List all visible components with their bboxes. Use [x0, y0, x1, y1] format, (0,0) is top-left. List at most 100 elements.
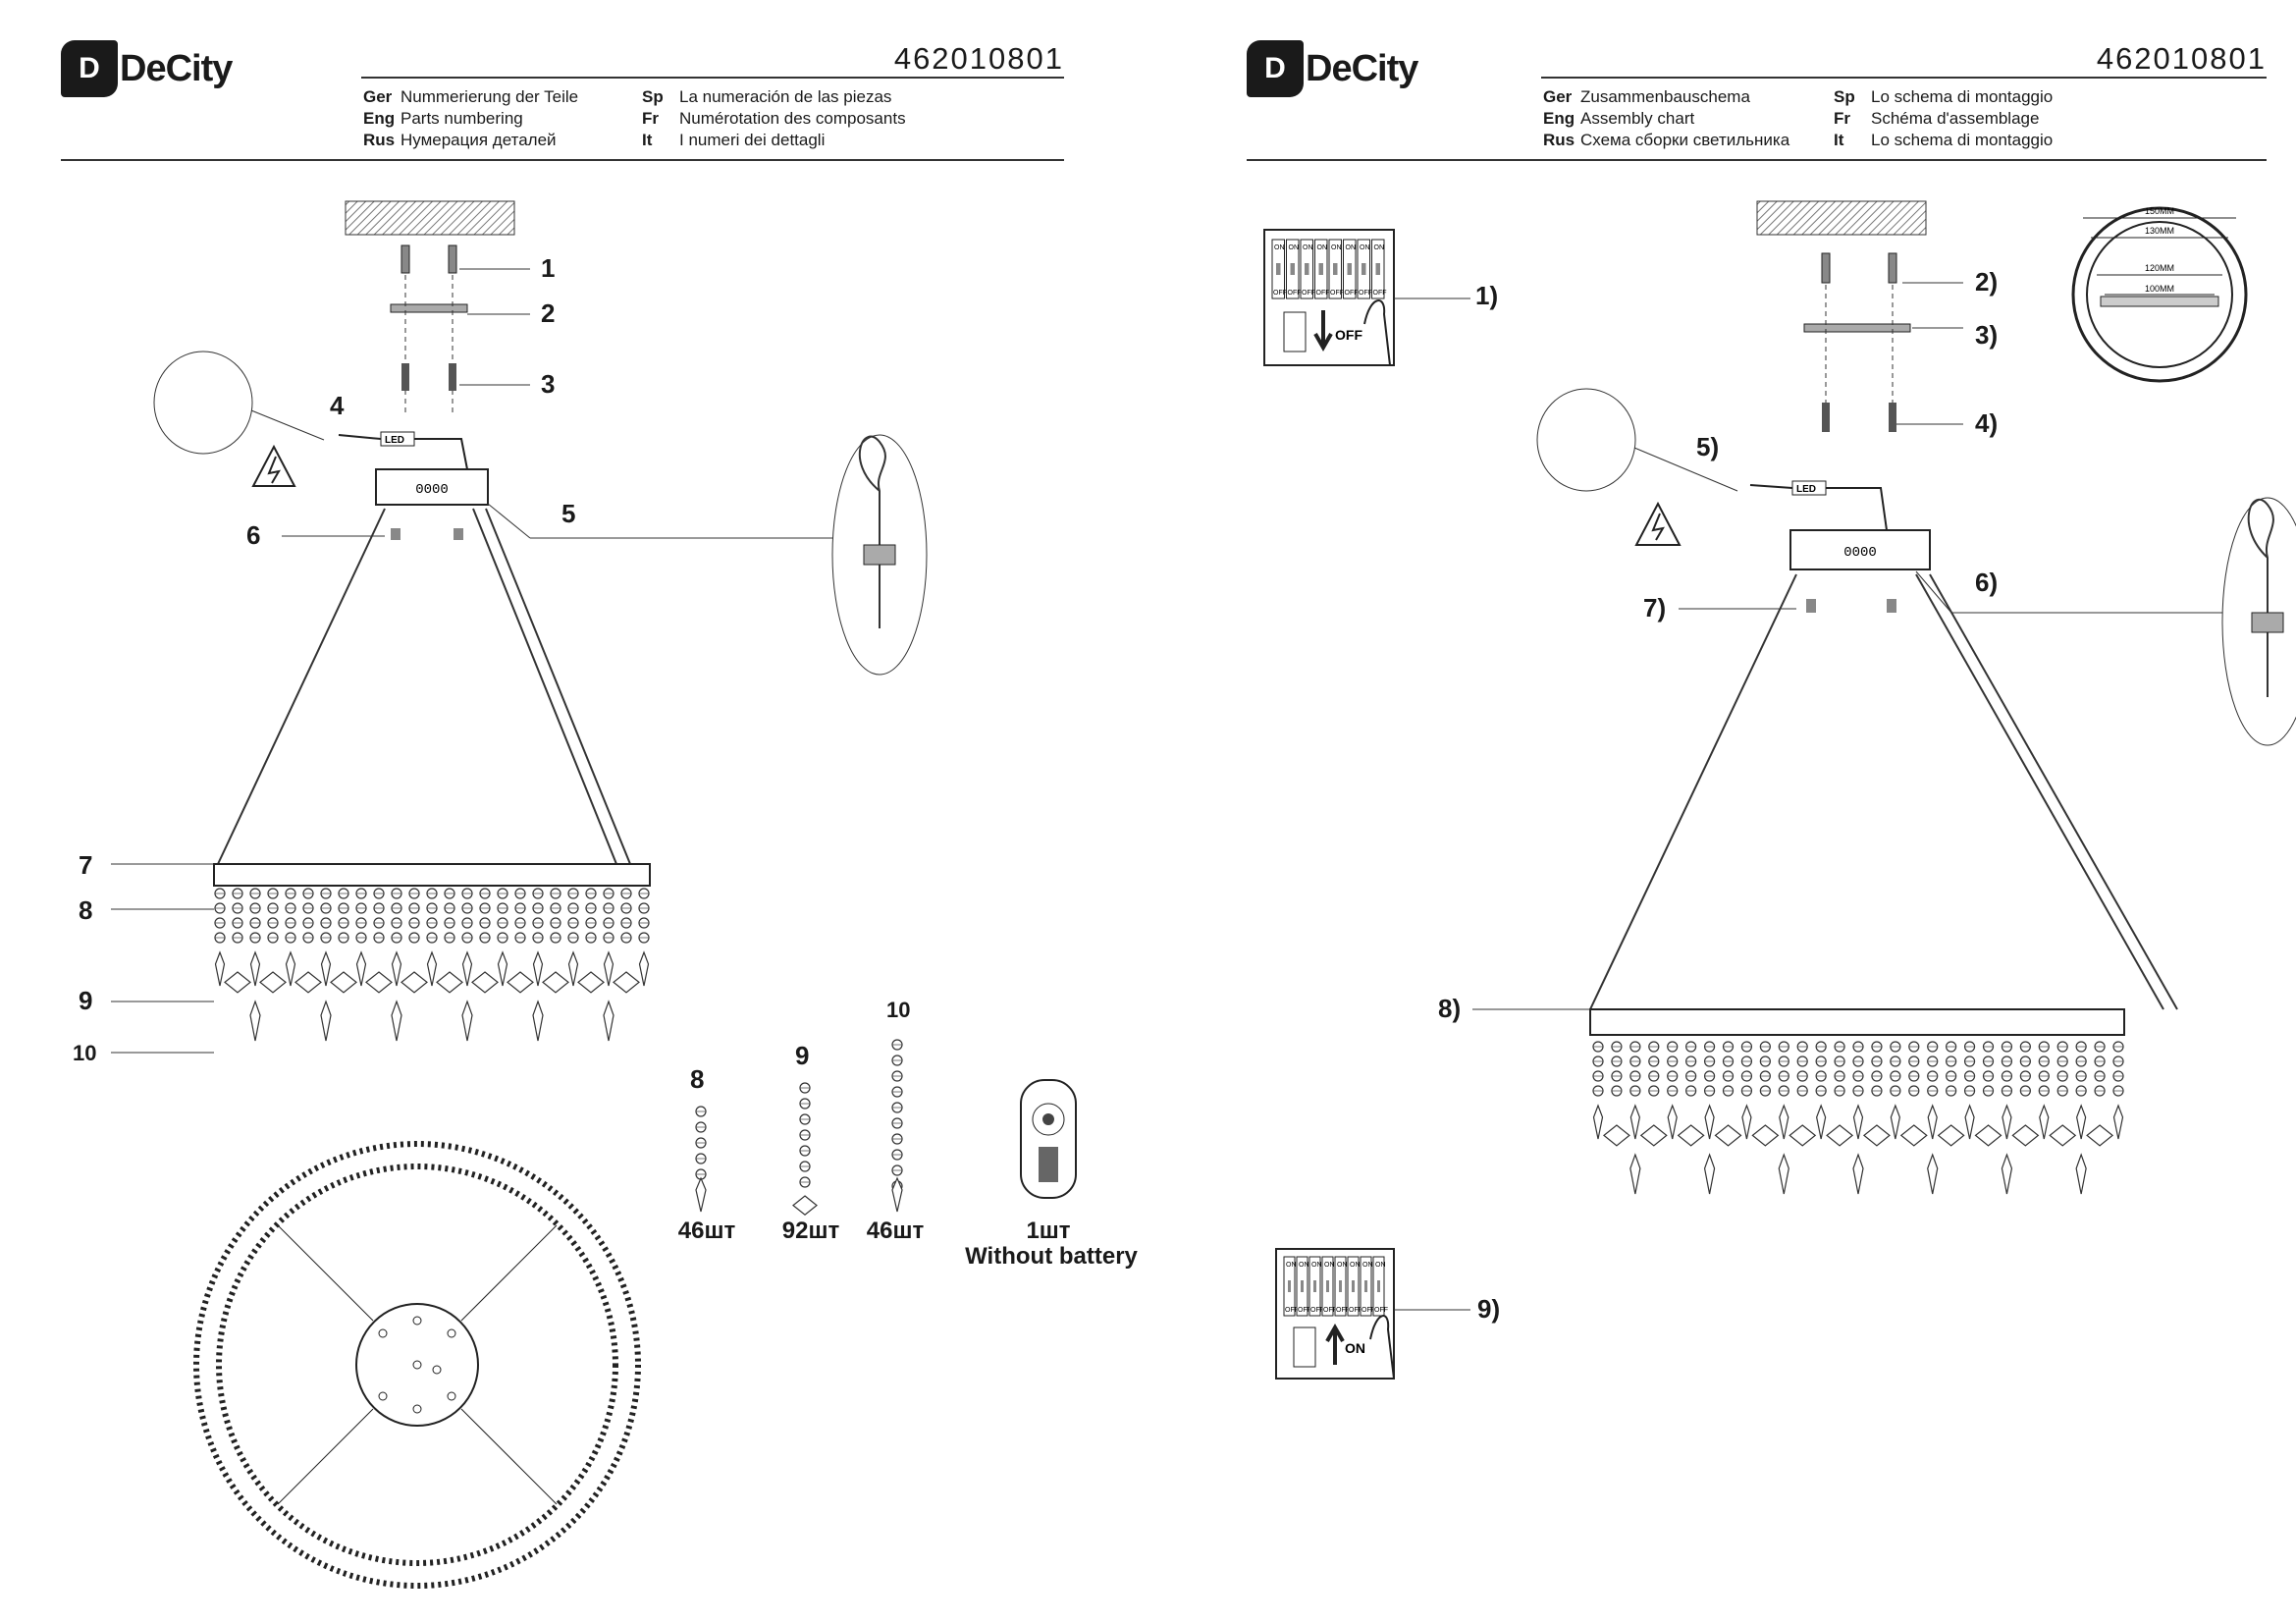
crystal-drop	[2112, 1104, 2124, 1140]
brand-logo: D DeCity	[61, 39, 233, 98]
canopy	[375, 468, 489, 506]
breaker-off-label: OFF	[1349, 1307, 1362, 1314]
arrow-down-icon	[1313, 310, 1333, 352]
crystal-pendant	[330, 971, 357, 994]
step-label-9: 9)	[1477, 1294, 1501, 1324]
step-label-8: 8)	[1438, 994, 1462, 1023]
switch-on-text: ON	[1345, 1340, 1365, 1356]
count-remote: 1шт	[1026, 1218, 1071, 1244]
header-rule-top-2	[1541, 77, 2267, 79]
canopy-display-2: 0000	[1843, 545, 1877, 561]
guide-lines	[404, 275, 454, 412]
crystal-pendant	[1714, 1124, 1742, 1147]
part-label-2: 2	[541, 298, 556, 328]
crystal-pendant	[577, 971, 605, 994]
step-leaders	[1472, 282, 1963, 1010]
canopy-display: 0000	[415, 482, 449, 498]
breaker-on-label: ON	[1274, 244, 1285, 251]
ceiling-2	[1756, 200, 1927, 236]
crystal-pendant	[365, 971, 393, 994]
inner-ring	[216, 1164, 618, 1566]
crystal-drop	[1667, 1104, 1678, 1140]
crystal-drop	[391, 1000, 402, 1042]
crystal-drop	[1629, 1104, 1640, 1140]
breaker-off-label: OFF	[1302, 290, 1315, 297]
crystal-pendant	[224, 971, 251, 994]
step-label-6: 6)	[1975, 568, 1999, 597]
electric-hazard-icon-2	[1634, 501, 1682, 546]
crystal-pendant	[2011, 1124, 2040, 1147]
wiring-detail-2	[1536, 388, 1636, 492]
header-rule-bottom	[61, 159, 1064, 161]
crystal-pendant	[1826, 1124, 1854, 1147]
breaker-on-label: ON	[1360, 244, 1370, 251]
mounting-plate-2	[1803, 323, 1911, 333]
crystal-drop	[2002, 1104, 2012, 1140]
outer-ring	[193, 1141, 641, 1589]
assembly-drawing: ONOFFONOFFONOFFONOFFONOFFONOFFONOFFONOFF…	[1263, 200, 2296, 1380]
crystal-drop	[461, 1000, 473, 1042]
crystal-drop	[567, 950, 579, 987]
crystal-drop	[426, 950, 438, 987]
ceiling	[345, 200, 515, 236]
logo-mark-2: D	[1247, 40, 1304, 97]
crystal-pendant	[1639, 1124, 1668, 1147]
crystal-drop	[320, 1000, 332, 1042]
crystal-drop	[891, 1176, 903, 1213]
breaker-off-label: OFF	[1323, 1307, 1337, 1314]
breaker-off-label: OFF	[1359, 290, 1372, 297]
crystal-drop	[532, 1000, 544, 1042]
count-part-10: 46шт	[866, 1218, 925, 1244]
crystal-drop	[461, 950, 473, 987]
crystal-pendant	[436, 971, 463, 994]
breaker-on-label: ON	[1375, 1262, 1386, 1269]
logo-mark: D	[61, 40, 118, 97]
step-label-7: 7)	[1643, 593, 1667, 623]
ring-spokes	[277, 1224, 558, 1505]
crystal-pendant	[471, 971, 499, 994]
crystal-pendant	[1751, 1124, 1780, 1147]
lamp-frame-2	[1589, 1008, 2125, 1036]
crystal-pendant	[1899, 1124, 1928, 1147]
crystal-drop	[1741, 1104, 1752, 1140]
breaker-on-label: ON	[1286, 1262, 1297, 1269]
part-label-7: 7	[79, 850, 93, 880]
crystal-pendant	[294, 971, 322, 994]
crystal-strings-2	[1592, 1041, 2124, 1195]
breaker-off-label: OFF	[1310, 1307, 1324, 1314]
remote-control-icon	[1020, 1079, 1077, 1199]
suspension-cables	[217, 508, 631, 865]
brand-logo-2: D DeCity	[1247, 39, 1418, 98]
breaker-on-label: ON	[1311, 1262, 1322, 1269]
crystal-pendant	[2086, 1124, 2114, 1147]
mounting-screws-2	[1822, 403, 1896, 432]
crystal-strings	[214, 888, 650, 1042]
hand-icon-2	[1369, 1315, 1395, 1380]
crystal-pendant	[792, 1195, 818, 1216]
remote-note: Without battery	[965, 1243, 1138, 1270]
crystal-pendant	[1974, 1124, 2002, 1147]
lamp-frame	[213, 863, 651, 887]
wiring-detail	[153, 351, 253, 455]
article-number: 462010801	[893, 41, 1064, 76]
sample-label-10: 10	[886, 998, 911, 1022]
part-label-1: 1	[541, 253, 556, 283]
wall-anchors	[400, 244, 457, 274]
header-rule-bottom-2	[1247, 159, 2267, 161]
drill-size-120: 120MM	[2145, 263, 2174, 273]
part-label-5: 5	[561, 499, 576, 528]
crystal-pendant	[1862, 1124, 1891, 1147]
crystal-drop	[214, 950, 226, 987]
header-rule-top	[361, 77, 1064, 79]
crystal-drop	[695, 1176, 707, 1213]
crystal-drop	[391, 950, 402, 987]
switch-icon	[1283, 311, 1307, 352]
breaker-on-label: ON	[1324, 1262, 1335, 1269]
part-label-9: 9	[79, 986, 93, 1015]
crystal-drop	[285, 950, 296, 987]
part-label-6: 6	[246, 520, 261, 550]
step-label-2: 2)	[1975, 267, 1999, 297]
